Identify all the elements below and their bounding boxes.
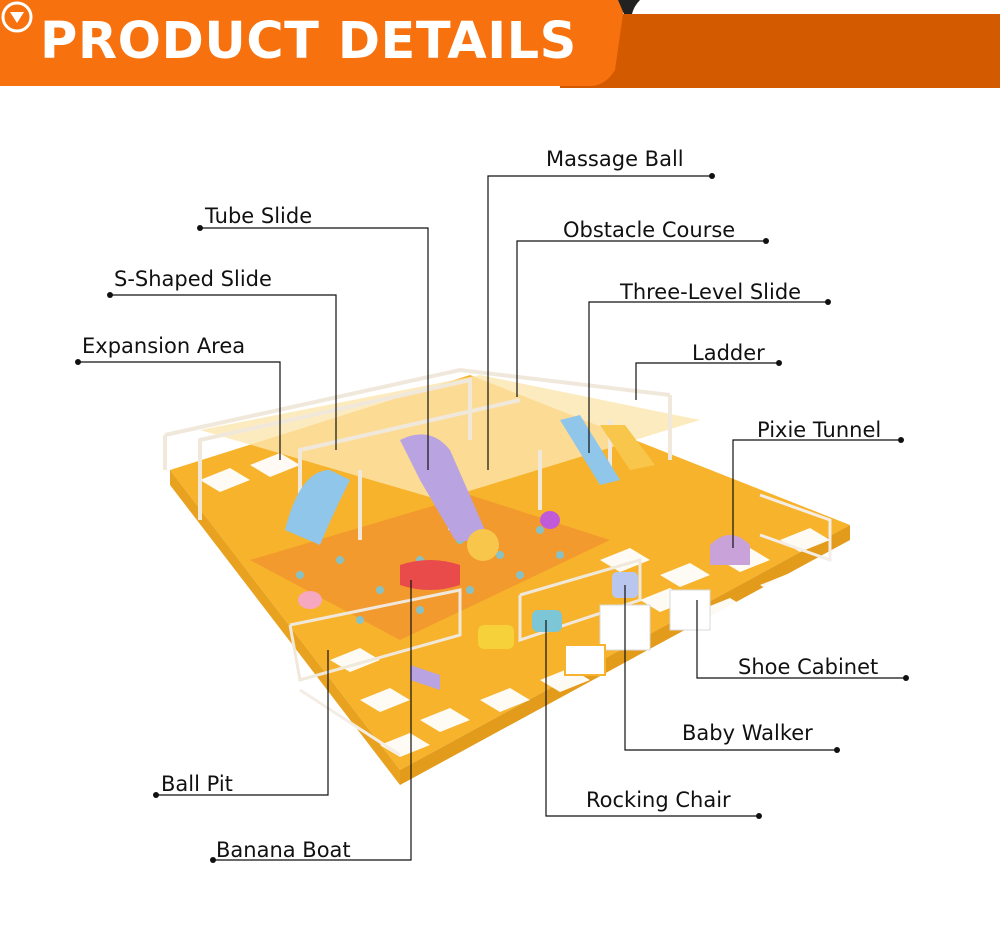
label-obstacle-course: Obstacle Course	[563, 218, 736, 242]
label-banana-boat: Banana Boat	[216, 838, 351, 862]
header-banner: PRODUCT DETAILS	[0, 0, 1000, 88]
label-tube-slide: Tube Slide	[205, 204, 313, 228]
s-shaped-slide-shape	[285, 470, 350, 545]
massage-ball-shape	[467, 529, 499, 561]
label-shoe-cabinet: Shoe Cabinet	[738, 655, 879, 679]
label-three-level-slide: Three-Level Slide	[620, 280, 802, 304]
page-title: PRODUCT DETAILS	[40, 12, 577, 71]
chevron-down-circle-icon[interactable]	[0, 0, 34, 34]
rocking-chair-shape	[532, 610, 562, 632]
shoe-cabinet-shape	[599, 604, 651, 651]
label-s-shaped-slide: S-Shaped Slide	[114, 267, 272, 291]
banana-boat-shape	[400, 560, 460, 590]
label-expansion-area: Expansion Area	[82, 334, 246, 358]
label-massage-ball: Massage Ball	[546, 147, 684, 171]
label-baby-walker: Baby Walker	[682, 721, 813, 745]
label-pixie-tunnel: Pixie Tunnel	[757, 418, 882, 442]
label-rocking-chair: Rocking Chair	[586, 788, 731, 812]
header-background	[0, 0, 1000, 88]
label-ball-pit: Ball Pit	[161, 772, 233, 796]
baby-walker-shape	[478, 625, 514, 649]
label-ladder: Ladder	[692, 341, 765, 365]
